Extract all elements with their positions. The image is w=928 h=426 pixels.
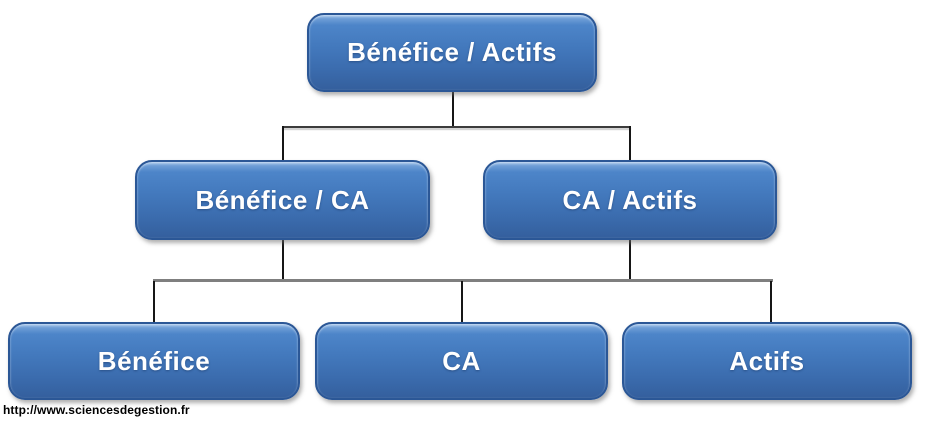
connector-to-benefice-ca bbox=[282, 126, 284, 161]
connector-to-actifs bbox=[770, 281, 772, 323]
node-actifs-label: Actifs bbox=[729, 345, 805, 376]
node-actifs: Actifs bbox=[622, 322, 912, 400]
node-benefice-ca: Bénéfice / CA bbox=[135, 160, 430, 240]
connector-root-down bbox=[452, 92, 454, 128]
connector-to-ca-actifs bbox=[629, 126, 631, 161]
node-benefice: Bénéfice bbox=[8, 322, 300, 400]
connector-from-ca-actifs bbox=[629, 240, 631, 281]
connector-from-benefice-ca bbox=[282, 240, 284, 281]
source-url: http://www.sciencesdegestion.fr bbox=[3, 403, 190, 417]
node-ca-label: CA bbox=[442, 345, 481, 376]
node-benefice-label: Bénéfice bbox=[97, 345, 211, 376]
node-ca-actifs: CA / Actifs bbox=[483, 160, 777, 240]
connector-to-benefice bbox=[153, 281, 155, 323]
connector-rail-level2 bbox=[282, 126, 631, 128]
node-ca-actifs-label: CA / Actifs bbox=[562, 184, 698, 215]
node-benefice-actifs-label: Bénéfice / Actifs bbox=[347, 37, 557, 67]
node-benefice-actifs: Bénéfice / Actifs bbox=[307, 13, 597, 92]
connector-rail-level3 bbox=[153, 279, 773, 282]
node-benefice-ca-label: Bénéfice / CA bbox=[195, 184, 370, 215]
connector-to-ca bbox=[461, 281, 463, 323]
node-ca: CA bbox=[315, 322, 608, 400]
